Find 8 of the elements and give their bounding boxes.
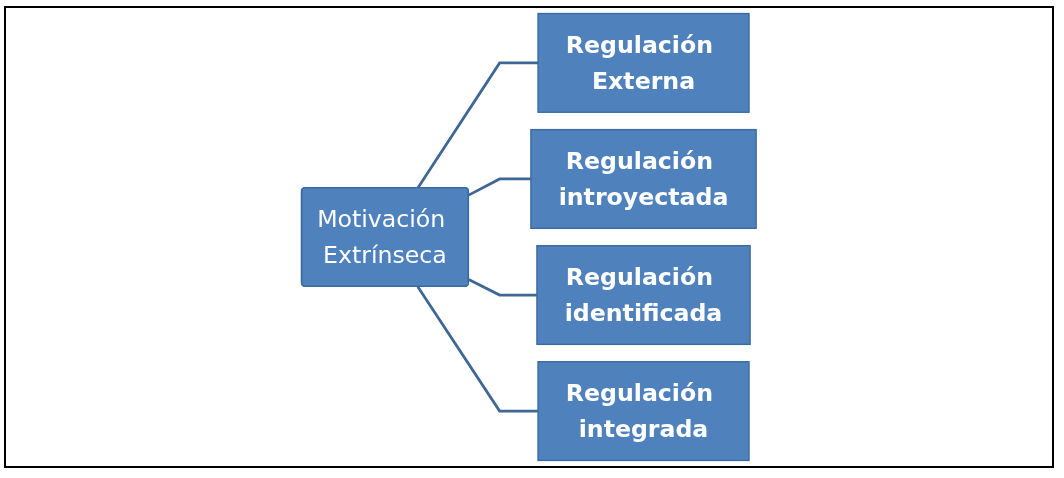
node-box: Regulación Externa bbox=[537, 12, 750, 113]
node-box: Regulación identificada bbox=[536, 245, 751, 346]
node-box: Regulación integrada bbox=[537, 361, 750, 462]
connector bbox=[416, 285, 539, 413]
node-box: Regulación introyectada bbox=[530, 128, 757, 229]
connector bbox=[416, 61, 539, 189]
connector bbox=[468, 177, 532, 197]
connector bbox=[468, 278, 538, 297]
